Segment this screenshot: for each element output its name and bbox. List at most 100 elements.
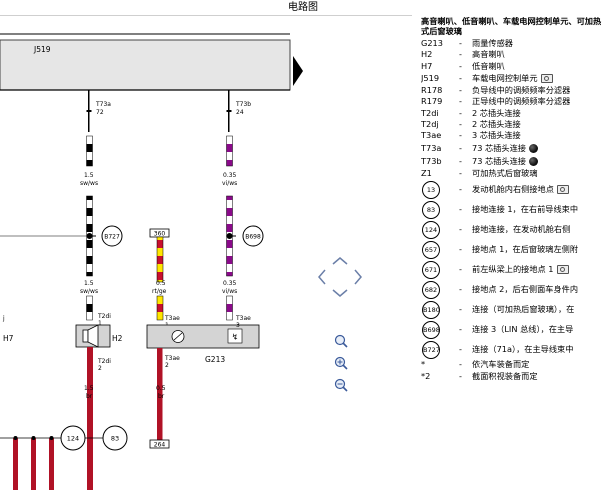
legend-item-dash: -: [459, 344, 462, 355]
legend-item-dash: -: [459, 284, 462, 295]
legend-item-text: 可加热式后窗玻璃: [472, 167, 538, 178]
junction-b727[interactable]: B727: [101, 225, 123, 247]
legend-item: B180-连接（可加热后窗玻璃），在: [421, 299, 606, 320]
legend-item-text: 接地连接，在发动机舱右侧: [472, 224, 571, 235]
legend-item-dash: -: [459, 38, 462, 48]
component-h2[interactable]: [75, 324, 111, 348]
legend-item-desc: 73 芯插头连接: [472, 155, 538, 168]
camera-icon[interactable]: [556, 185, 569, 195]
legend-item-dash: -: [459, 72, 462, 83]
legend-item-dash: -: [459, 167, 462, 178]
legend-item: B727-连接（71a），在主导线束中: [421, 339, 606, 360]
legend-item-dash: -: [459, 142, 462, 153]
legend-item-dash: -: [459, 370, 462, 381]
ref-360-label: 360: [154, 231, 166, 238]
legend-item-text: 正导线中的调频频率分滤器: [472, 96, 571, 107]
ground-bus: [13, 436, 54, 490]
legend-item-text: 接地连接 1，在右前导线束中: [472, 204, 579, 215]
component-g213[interactable]: ↯: [146, 324, 260, 349]
legend-item: T3ae-3 芯插头连接: [421, 130, 606, 141]
legend-item-code: 83: [422, 201, 440, 220]
legend-item: 124-接地连接，在发动机舱右侧: [421, 219, 606, 240]
legend-item-text: 车载电网控制单元: [472, 72, 538, 83]
legend-item-dash: -: [459, 224, 462, 235]
legend-item: B698-连接 3（LIN 总线），在主导: [421, 319, 606, 340]
wire-t73b[interactable]: [226, 90, 237, 277]
legend-item-code: T2dj: [421, 118, 439, 129]
pan-down-button[interactable]: [332, 289, 348, 297]
legend-item-code: B180: [422, 301, 440, 320]
pan-right-button[interactable]: [354, 269, 362, 285]
zoom-fit-button[interactable]: [334, 334, 348, 348]
legend-item-dash: -: [459, 130, 462, 141]
legend-item-desc: 可加热式后窗玻璃: [472, 168, 538, 179]
pan-up-button[interactable]: [332, 257, 348, 265]
conn-t73b-label: T73b: [235, 101, 251, 108]
legend-item: 13-发动机舱内右侧接地点: [421, 179, 606, 200]
ground-point-124[interactable]: 124: [60, 425, 86, 451]
zoom-out-button[interactable]: [334, 378, 348, 392]
ref-box-360[interactable]: 360: [149, 228, 170, 238]
ref-box-264[interactable]: 264: [149, 439, 170, 449]
legend-item-text: 接地点 2，后右侧面车身件内: [472, 284, 579, 295]
legend-item: R179-正导线中的调频频率分滤器: [421, 96, 606, 107]
legend-item-code: 13: [422, 181, 440, 200]
module-j519[interactable]: J519: [0, 33, 291, 91]
legend-item: 657-接地点 1，在后窗玻璃左侧附: [421, 239, 606, 260]
legend-item-desc: 正导线中的调频频率分滤器: [472, 96, 570, 107]
component-g213-label: G213: [205, 355, 225, 364]
wire7-size: 0.5: [156, 385, 166, 392]
legend-item: J519 -车载电网控制单元: [421, 72, 606, 85]
legend-item-text: 负导线中的调频频率分滤器: [472, 85, 571, 96]
next-page-arrow-icon[interactable]: [293, 56, 303, 86]
connector-icon[interactable]: [528, 156, 538, 166]
legend-item-code: *2: [421, 370, 431, 381]
component-h2-label: H2: [112, 334, 123, 343]
legend-item-desc: 依汽车装备而定: [472, 359, 529, 370]
legend-item-dash: -: [459, 96, 462, 107]
legend-item-dash: -: [459, 155, 462, 166]
wire2-color: vi/ws: [222, 180, 237, 187]
legend-item: 83-接地连接 1，在右前导线束中: [421, 199, 606, 220]
camera-icon[interactable]: [556, 265, 569, 275]
legend-item-code: H2: [421, 49, 433, 60]
ground-83-label: 83: [111, 435, 119, 443]
legend-item-text: 接地点 1，在后窗玻璃左侧附: [472, 244, 579, 255]
conn-t73a-label: T73a: [95, 101, 111, 108]
legend-item: T2di-2 芯插头连接: [421, 108, 606, 119]
wire4-color: rt/ge: [152, 288, 167, 295]
legend-item-text: 73 芯插头连接: [472, 142, 526, 153]
junction-b698[interactable]: B698: [242, 225, 264, 247]
camera-icon[interactable]: [540, 73, 553, 83]
legend-item: T73b-73 芯插头连接: [421, 155, 606, 168]
ref-264-label: 264: [154, 442, 166, 449]
pan-left-button[interactable]: [318, 269, 326, 285]
legend-item-dash: -: [459, 107, 462, 118]
legend-item-code: J519: [421, 72, 440, 83]
legend-item-code: T73a: [421, 142, 442, 153]
legend-item-code: T2di: [421, 107, 439, 118]
zoom-in-button[interactable]: [334, 356, 348, 370]
left-letter: j: [2, 315, 5, 322]
legend-item-desc: 接地连接 1，在右前导线束中: [472, 199, 578, 219]
legend-item-dash: -: [459, 60, 462, 71]
ground-point-83[interactable]: 83: [102, 425, 128, 451]
connector-icon[interactable]: [528, 143, 538, 153]
legend-item-desc: 73 芯插头连接: [472, 142, 538, 155]
title-divider: [0, 15, 412, 16]
svg-text:↯: ↯: [232, 333, 239, 342]
junction-b698-label: B698: [245, 234, 261, 241]
legend-item-code: T3ae: [421, 130, 442, 141]
legend-item-dash: -: [459, 118, 462, 129]
wire3-size: 1.5: [84, 280, 94, 287]
wire-t73a[interactable]: [0, 90, 96, 277]
legend-item: *2-截面积视装备而定: [421, 371, 606, 382]
component-h7-partial: H7: [3, 334, 14, 343]
circuit-diagram: J519 T73a 72 1.5 sw/ws B727 1.5 sw/ws T2…: [0, 33, 362, 490]
conn-t73b-pin: 24: [236, 109, 244, 116]
page-title: 电路图: [288, 2, 318, 13]
legend-item: 682-接地点 2，后右侧面车身件内: [421, 279, 606, 300]
legend-item-desc: 车载电网控制单元: [472, 72, 553, 85]
